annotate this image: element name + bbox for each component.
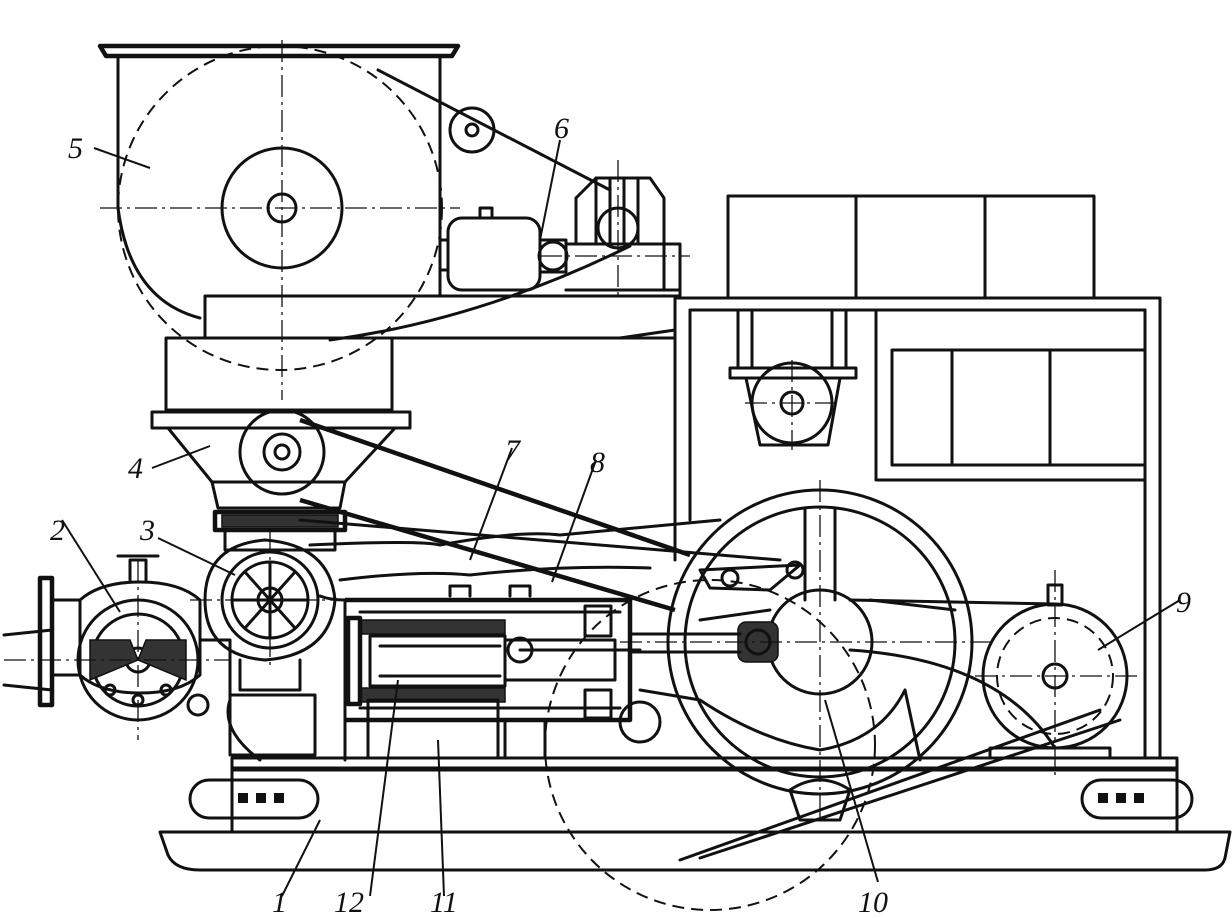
label-11: 11	[430, 886, 458, 918]
label-8: 8	[590, 446, 605, 479]
machine-frame	[203, 194, 1162, 760]
hopper-bunker	[97, 40, 632, 430]
label-7: 7	[505, 434, 522, 467]
label-3: 3	[139, 514, 155, 547]
part-labels: 5 6 4 7 8 2 3 9 1 12 11 10	[50, 112, 1191, 918]
label-12: 12	[334, 886, 364, 918]
rotor-valve	[190, 530, 350, 692]
feeder-drive-motor	[438, 160, 690, 300]
label-5: 5	[68, 132, 83, 165]
skid-base	[158, 756, 1232, 872]
label-1: 1	[272, 886, 287, 918]
pump-cylinder	[186, 584, 662, 762]
flywheel-crank	[544, 480, 990, 911]
drive-belts	[298, 417, 782, 613]
feed-funnel	[166, 408, 397, 552]
motor-pulley	[678, 570, 1140, 862]
leader-lines	[61, 139, 1181, 897]
label-9: 9	[1176, 586, 1191, 619]
label-4: 4	[128, 452, 143, 485]
discharge-housing	[2, 554, 262, 762]
label-10: 10	[858, 886, 888, 918]
label-6: 6	[554, 112, 569, 145]
label-2: 2	[50, 514, 65, 547]
